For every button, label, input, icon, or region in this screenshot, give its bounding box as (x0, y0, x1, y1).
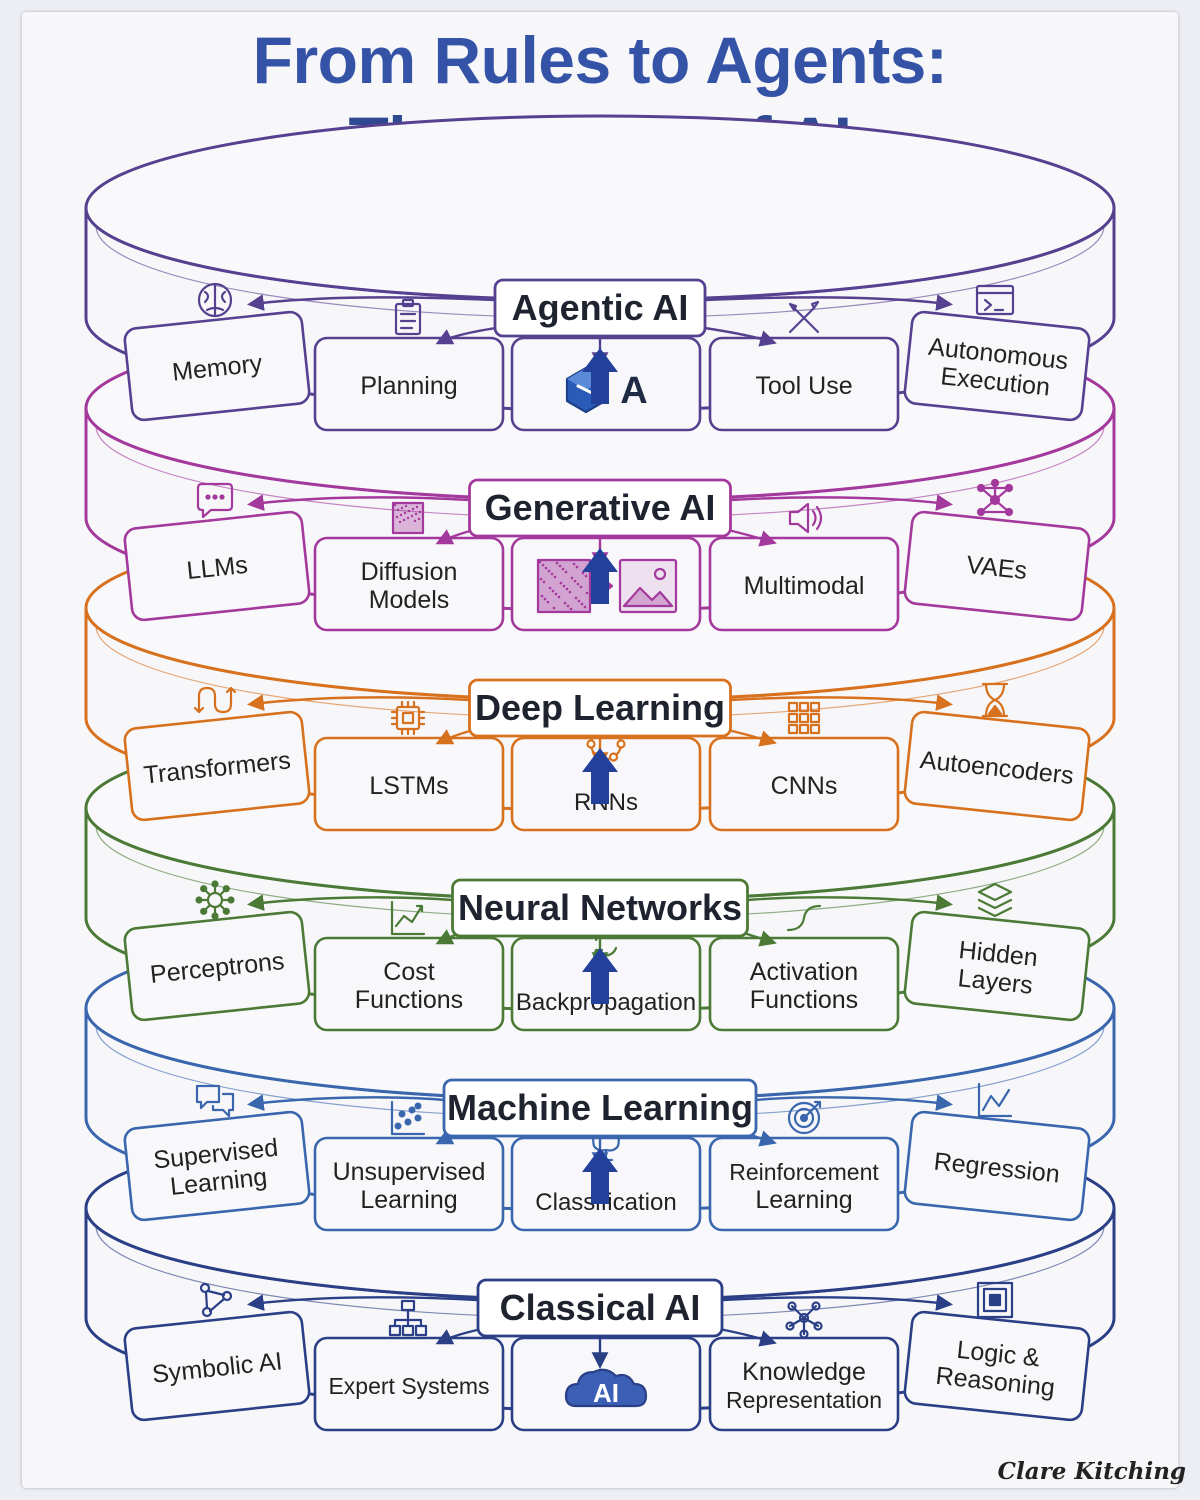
layer-title-box (476, 1278, 724, 1338)
concept-card: Memory (123, 310, 311, 422)
graph-nodes-icon (199, 1282, 233, 1318)
hierarchy-icon (388, 1299, 428, 1337)
noise-pattern-icon (391, 501, 425, 535)
concept-label: Activation (750, 958, 858, 986)
concept-label: Unsupervised (333, 1158, 486, 1186)
brain-icon (197, 282, 233, 318)
layer-title: Classical AI (500, 1287, 701, 1328)
layer-title: Generative AI (485, 487, 716, 528)
layer-title: Machine Learning (447, 1087, 753, 1128)
concept-label: Learning (360, 1186, 457, 1214)
concept-label: Functions (750, 986, 858, 1014)
center-slot (510, 536, 702, 632)
up-arrow (582, 1148, 618, 1204)
perceptron-icon (195, 880, 235, 920)
terminal-icon (975, 284, 1015, 316)
concept-card: Planning (313, 336, 505, 432)
line-chart-icon (390, 900, 426, 936)
concept-label: Functions (355, 986, 463, 1014)
concept-label: Models (369, 586, 450, 614)
concept-card: Tool Use (708, 336, 900, 432)
layer-title-box (442, 1078, 758, 1138)
ai-cloud-icon (564, 1368, 648, 1408)
chip-icon (390, 700, 426, 736)
center-letter: AI (593, 1378, 619, 1408)
concept-card: Perceptrons (123, 910, 311, 1022)
concept-card: LSTMs (313, 736, 505, 832)
layer-title-box (468, 678, 732, 738)
noise-to-image-icon (536, 558, 678, 614)
author-signature: Clare Kitching (997, 1458, 1186, 1485)
tools-icon (788, 300, 820, 334)
concept-label: Representation (726, 1387, 882, 1413)
concept-label: VAEs (965, 551, 1028, 585)
concept-card: CNNs (708, 736, 900, 832)
chat-bubble-icon (196, 482, 234, 519)
layer-title-box (468, 478, 732, 538)
layer-title: Deep Learning (475, 687, 725, 728)
up-arrow (582, 948, 618, 1004)
chat-bubbles-icon (195, 1084, 235, 1118)
maze-icon (976, 1281, 1014, 1319)
concept-label: Knowledge (742, 1358, 866, 1386)
trend-chart-icon (977, 1082, 1013, 1118)
concept-label: Diffusion (361, 558, 458, 586)
concept-label: Planning (360, 372, 457, 400)
concept-label: Learning (755, 1186, 852, 1214)
layer-title: Agentic AI (512, 287, 689, 328)
concept-card: Multimodal (708, 536, 900, 632)
concept-card: Logic &Reasoning (903, 1310, 1091, 1422)
hourglass-icon (981, 682, 1009, 718)
transform-icon (193, 686, 237, 714)
concept-card: Transformers (123, 710, 311, 822)
concept-card: LLMs (123, 510, 311, 622)
title-line-1: From Rules to Agents: (252, 23, 948, 97)
layer-title: Neural Networks (458, 887, 742, 928)
target-icon (787, 1100, 822, 1135)
network-node-icon (976, 478, 1014, 517)
sigmoid-icon (786, 904, 822, 932)
concept-card: Symbolic AI (123, 1310, 311, 1422)
up-arrow (582, 548, 618, 604)
scatter-icon (390, 1100, 426, 1136)
concept-card: VAEs (903, 510, 1091, 622)
concept-card: Autoencoders (903, 710, 1091, 822)
concept-label: LLMs (185, 551, 249, 585)
concept-label: Multimodal (744, 572, 865, 600)
up-arrow (582, 348, 618, 404)
concept-card: Regression (903, 1110, 1091, 1222)
concept-label: Reinforcement (729, 1159, 879, 1185)
layer-title-box (451, 878, 749, 938)
layer-title-box (493, 278, 707, 338)
concept-card: Expert Systems (313, 1336, 505, 1432)
concept-label: CNNs (771, 772, 838, 800)
center-letter: A (620, 370, 647, 412)
concept-label: Expert Systems (328, 1373, 489, 1399)
concept-label: Tool Use (755, 372, 852, 400)
clipboard-icon (394, 298, 422, 336)
up-arrow (582, 748, 618, 804)
layers-icon (977, 882, 1013, 918)
concept-label: Cost (383, 958, 434, 986)
grid-icon (787, 701, 821, 735)
speaker-icon (788, 502, 823, 534)
knowledge-network-icon (785, 1301, 823, 1339)
concept-label: LSTMs (369, 772, 448, 800)
layer-disc-top (84, 114, 1116, 302)
center-slot: AI (510, 1336, 702, 1432)
